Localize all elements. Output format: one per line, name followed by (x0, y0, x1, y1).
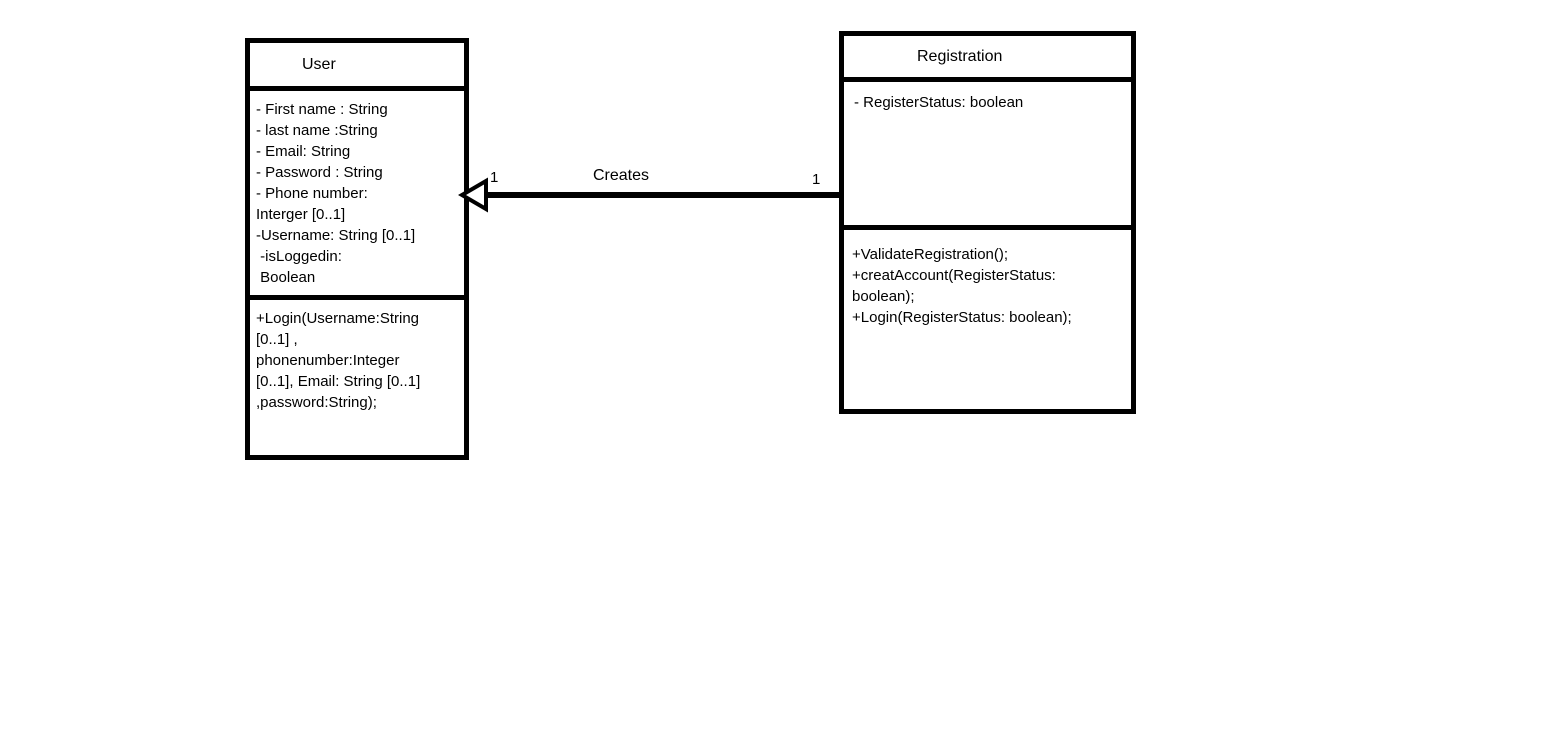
class-methods-user: +Login(Username:String [0..1] , phonenumbe… (250, 300, 464, 455)
class-methods-registration: +ValidateRegistration(); +creatAccount(Re… (844, 230, 1131, 409)
class-box-registration: Registration - RegisterStatus: boolean +… (839, 31, 1136, 414)
text-line: boolean); (852, 288, 915, 305)
text-line: +Login(RegisterStatus: boolean); (852, 309, 1072, 326)
text-line: -Username: String [0..1] (256, 227, 416, 244)
text-line: +ValidateRegistration(); (852, 246, 1009, 263)
text-line: +Login(Username:String (256, 310, 420, 327)
text-line: - RegisterStatus: boolean (854, 94, 1024, 111)
text-line: - last name :String (256, 122, 378, 139)
association-label: Creates (593, 167, 650, 184)
text-line: - First name : String (256, 101, 388, 118)
text-line: Interger [0..1] (256, 206, 346, 223)
text-line: - Phone number: (256, 185, 368, 202)
class-title-user: User (250, 43, 464, 91)
multiplicity-user-end: 1 (490, 169, 499, 186)
text-line: -isLoggedin: (256, 248, 342, 265)
class-attributes-user: - First name : String - last name :String… (250, 91, 464, 300)
multiplicity-registration-end: 1 (812, 171, 821, 188)
text-line: +creatAccount(RegisterStatus: (852, 267, 1056, 284)
text-line: Boolean (256, 269, 316, 286)
text-line: [0..1] , (256, 331, 298, 348)
text-line: [0..1], Email: String [0..1] (256, 373, 421, 390)
text-line: - Password : String (256, 164, 383, 181)
text-line: ,password:String); (256, 394, 377, 411)
text-line: phonenumber:Integer (256, 352, 400, 369)
class-attributes-registration: - RegisterStatus: boolean (844, 82, 1131, 230)
class-title-registration: Registration (844, 36, 1131, 82)
class-box-user: User - First name : String - last name :S… (245, 38, 469, 460)
text-line: - Email: String (256, 143, 351, 160)
